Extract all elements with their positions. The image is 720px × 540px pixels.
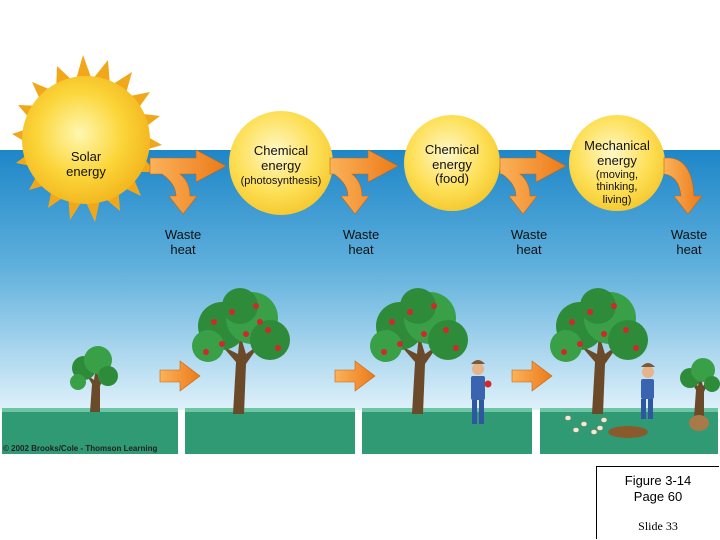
apple-tree-farmer-icon (370, 288, 492, 424)
photosynthesis-sublabel: (photosynthesis) (240, 175, 322, 187)
sun-icon (12, 55, 162, 222)
chem-photo-circle (229, 111, 333, 215)
ground-arrows (159, 360, 553, 392)
waste-heat-label-2: Waste heat (342, 227, 380, 257)
mech-circle (569, 115, 665, 211)
slide-number: Slide 33 (638, 519, 678, 533)
apple-tree-planting-icon (550, 288, 720, 438)
copyright-text: © 2002 Brooks/Cole - Thomson Learning (3, 444, 158, 453)
waste-heat-label-1: Waste heat (164, 227, 202, 257)
solar-energy-label: Solar energy (66, 149, 106, 179)
chemical-energy-food-label: Chemical energy (food) (424, 142, 480, 187)
figure-number: Figure 3-14 (624, 473, 692, 488)
waste-heat-label-3: Waste heat (510, 227, 548, 257)
mechanical-energy-sublabel: (moving, thinking, living) (595, 169, 639, 206)
chem-food-circle (404, 115, 500, 211)
figure-caption: Figure 3-14 Page 60 (597, 473, 719, 506)
mechanical-energy-label: Mechanical energy (584, 138, 650, 168)
page-number: Page 60 (633, 489, 683, 505)
sapling-tree-icon (70, 346, 118, 412)
waste-heat-label-4: Waste heat (670, 227, 708, 257)
caption-box: Figure 3-14 Page 60 Slide 33 (596, 466, 719, 539)
flow-arrows (149, 149, 703, 215)
apple-tree-icon (192, 288, 290, 414)
chemical-energy-photosynthesis-label: Chemical energy (253, 143, 309, 173)
